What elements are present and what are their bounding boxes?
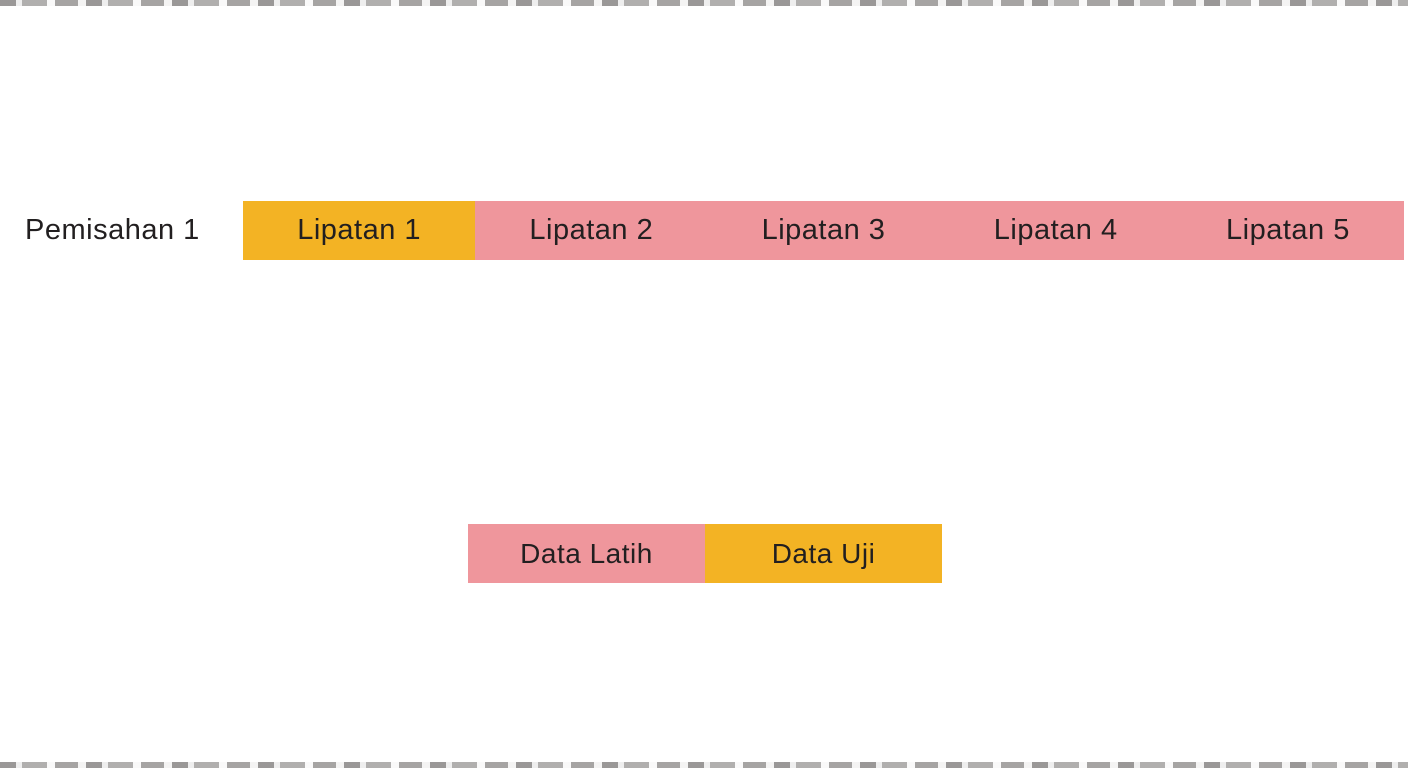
fold-segment: Lipatan 2 bbox=[475, 201, 708, 260]
split-row-label: Pemisahan 1 bbox=[25, 214, 200, 246]
legend: Data Latih Data Uji bbox=[468, 524, 942, 583]
split-row-1: Pemisahan 1 Lipatan 1 Lipatan 2 Lipatan … bbox=[0, 201, 1408, 260]
top-crop-artifact bbox=[0, 0, 1408, 6]
fold-segment: Lipatan 3 bbox=[707, 201, 940, 260]
fold-bar: Lipatan 1 Lipatan 2 Lipatan 3 Lipatan 4 … bbox=[243, 201, 1405, 260]
bottom-crop-artifact bbox=[0, 762, 1408, 768]
legend-item: Data Latih bbox=[468, 524, 705, 583]
legend-item: Data Uji bbox=[705, 524, 942, 583]
fold-segment: Lipatan 4 bbox=[939, 201, 1172, 260]
fold-segment: Lipatan 5 bbox=[1171, 201, 1405, 260]
fold-segment: Lipatan 1 bbox=[243, 201, 476, 260]
